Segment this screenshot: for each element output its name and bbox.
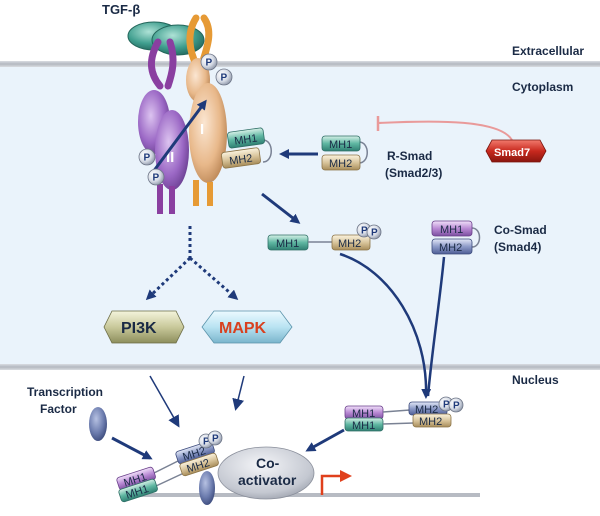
transcription-factor-label: Transcription — [27, 385, 103, 399]
pi3k-nuclear-arrow — [149, 375, 180, 428]
r-smad-mh2-domain — [179, 452, 219, 477]
svg-text:P: P — [453, 401, 460, 412]
co-smad: MH1 MH2 — [431, 220, 481, 255]
transcription-factor — [89, 407, 107, 441]
pi3k-node: PI3K — [103, 310, 185, 344]
co-smad-subtype-label: (Smad4) — [494, 240, 541, 254]
svg-text:P: P — [153, 173, 160, 184]
coactivator-label: Co- — [256, 455, 280, 471]
pi3k-label: PI3K — [121, 320, 157, 337]
mapk-branch-arrow — [189, 256, 239, 300]
mapk-nuclear-arrow — [232, 375, 245, 411]
dna-bound-transcription-factor — [199, 471, 215, 505]
nuclear-membrane — [0, 364, 600, 370]
ligand-label: TGF-β — [102, 2, 140, 17]
r-smad-mh1-domain — [118, 478, 158, 503]
smad7-node: Smad7 — [485, 139, 547, 163]
co-smad-label: Co-Smad — [494, 223, 547, 237]
coactivator-label-2: activator — [238, 472, 297, 488]
r-smad-monomer: MH1 MH2 — [321, 135, 368, 171]
receptor-bound-r-smad: MH1 MH2 — [221, 127, 272, 169]
type-ii-label: II — [166, 149, 174, 166]
svg-text:P: P — [203, 437, 210, 448]
r-smad-subtype-label: (Smad2/3) — [385, 166, 442, 180]
co-smad-mh2-domain — [431, 238, 473, 255]
mh1-label: MH1 — [352, 420, 375, 432]
svg-text:P: P — [371, 228, 378, 239]
transcription-start-line — [320, 474, 342, 495]
extracellular-label: Extracellular — [512, 44, 584, 58]
mh2-label: MH2 — [329, 158, 352, 170]
r-smad-translocation-arrow — [339, 252, 432, 399]
transcription-factor-label-2: Factor — [40, 402, 77, 416]
mh1-label: MH1 — [276, 238, 299, 250]
svg-text:P: P — [361, 226, 368, 237]
complex-phosphate-2: P — [448, 397, 464, 413]
transcription-factor-arrow — [111, 436, 153, 460]
phosphorylation-arrow — [148, 99, 207, 177]
svg-text:P: P — [206, 58, 213, 69]
svg-text:P: P — [221, 73, 228, 84]
co-smad-mh1-domain — [431, 220, 473, 237]
nucleus-label: Nucleus — [512, 373, 559, 387]
plasma-membrane — [0, 61, 600, 67]
r-smad-mh2-domain — [412, 413, 452, 428]
co-smad-translocation-arrow — [426, 256, 446, 397]
mh2-label: MH2 — [415, 404, 438, 416]
mh2-label: MH2 — [439, 242, 462, 254]
pi3k-branch-arrow — [145, 256, 192, 301]
mapk-node: MAPK — [201, 310, 293, 344]
mh2-domain — [221, 147, 261, 169]
type-i-label: I — [200, 121, 204, 138]
receptor-ii-phosphate-2: P — [147, 168, 165, 186]
r-smad-mh1-domain — [344, 417, 384, 432]
cytoplasm-label: Cytoplasm — [512, 80, 573, 94]
transcription-start-arrowhead — [340, 470, 352, 482]
svg-text:P: P — [144, 153, 151, 164]
mh2-domain — [331, 234, 371, 251]
cytoplasm-region — [0, 64, 600, 368]
receptor-ii-phosphate-1: P — [138, 148, 156, 166]
mh1-label: MH1 — [352, 408, 375, 420]
phospho-r-smad: MH1 MH2 — [267, 234, 371, 251]
svg-text:P: P — [212, 434, 219, 445]
type-ii-receptor: II — [138, 38, 189, 214]
svg-text:P: P — [443, 400, 450, 411]
mh2-label: MH2 — [419, 416, 442, 428]
r-smad-label: R-Smad — [387, 149, 432, 163]
mh1-label: MH1 — [440, 224, 463, 236]
nuclear-smad-complex: MH1 MH1 MH2 MH2 — [344, 401, 452, 432]
smad7-label: Smad7 — [494, 147, 530, 159]
mh1-domain — [227, 127, 265, 149]
mh2-domain — [321, 154, 361, 171]
dna-strand — [130, 493, 480, 497]
dna-complex-phosphate-2: P — [207, 430, 223, 446]
receptor-i-phosphate-2: P — [215, 68, 233, 86]
mh2-label: MH2 — [229, 152, 254, 167]
mh1-domain — [321, 135, 361, 152]
mapk-label: MAPK — [219, 320, 267, 337]
mh1-label: MH1 — [329, 139, 352, 151]
mh1-label: MH1 — [234, 132, 259, 147]
smad7-inhibition-line — [377, 120, 513, 141]
r-smad-release-arrow — [261, 192, 301, 224]
coactivator — [217, 446, 315, 500]
receptor-i-phosphate-1: P — [200, 53, 218, 71]
r-smad-phosphate-2: P — [366, 224, 382, 240]
mh2-label: MH2 — [338, 238, 361, 250]
complex-to-promoter-arrow — [305, 428, 345, 452]
